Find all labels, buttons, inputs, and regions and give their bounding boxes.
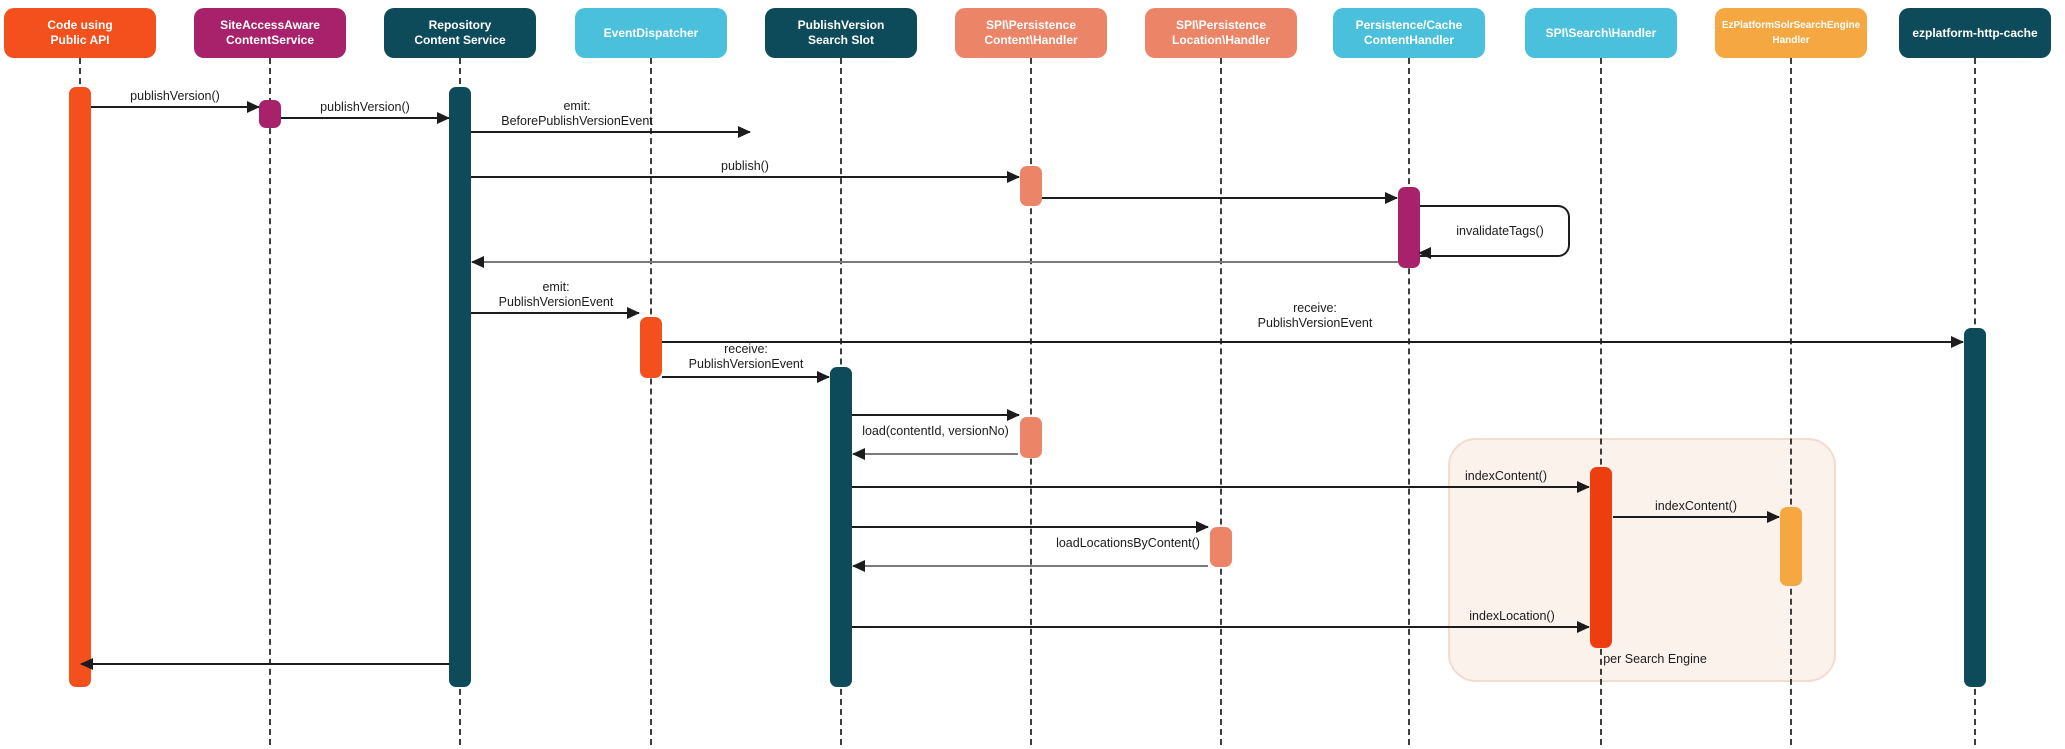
arrowhead bbox=[1951, 336, 1964, 348]
message-line-emit-publishversionevent bbox=[471, 312, 639, 314]
lifeline-persistence-cache-contenthandler bbox=[1408, 58, 1410, 745]
actor-box-spi-persistence-location-handler: SPI\Persistence Location\Handler bbox=[1145, 8, 1297, 58]
message-line-publishversion-1 bbox=[91, 106, 259, 108]
actor-box-ezplatform-solr-search-engine-handler: EzPlatformSolrSearchEngine Handler bbox=[1715, 8, 1867, 58]
message-line-indexlocation bbox=[852, 626, 1589, 628]
actor-box-siteaccessaware-contentservice: SiteAccessAware ContentService bbox=[194, 8, 346, 58]
group-box-label: per Search Engine bbox=[1603, 652, 1707, 666]
actor-box-spi-search-handler: SPI\Search\Handler bbox=[1525, 8, 1677, 58]
activation-bar-ezplatform-solr-search-engine-handler bbox=[1780, 507, 1802, 586]
actor-box-persistence-cache-contenthandler: Persistence/Cache ContentHandler bbox=[1333, 8, 1485, 58]
message-line-receive-publishversionevent-searchslot bbox=[662, 376, 829, 378]
arrowhead bbox=[471, 256, 484, 268]
arrowhead bbox=[437, 112, 450, 124]
activation-bar-publishversion-search-slot bbox=[830, 367, 852, 687]
message-line-indexcontent-spi-search bbox=[852, 486, 1589, 488]
lifeline-spi-persistence-location-handler bbox=[1220, 58, 1222, 745]
activation-bar-persistence-cache-contenthandler bbox=[1398, 187, 1420, 268]
message-line-receive-publishversionevent-httpcache bbox=[662, 341, 1963, 343]
message-line-emit-beforepublishversionevent bbox=[471, 131, 750, 133]
arrowhead bbox=[738, 126, 751, 138]
activation-bar-spi-persistence-location-handler bbox=[1210, 527, 1232, 567]
message-label-receive-publishversionevent-httpcache: receive: PublishVersionEvent bbox=[1257, 301, 1373, 330]
actor-box-publishversion-search-slot: PublishVersion Search Slot bbox=[765, 8, 917, 58]
arrowhead bbox=[1007, 409, 1020, 421]
activation-bar-ezplatform-http-cache bbox=[1964, 328, 1986, 687]
lifeline-ezplatform-solr-search-engine-handler bbox=[1790, 58, 1792, 745]
arrowhead bbox=[1418, 247, 1431, 259]
arrowhead bbox=[1385, 192, 1398, 204]
message-line-content-handler-to-cache bbox=[1042, 197, 1397, 199]
message-label-indexcontent-solr: indexContent() bbox=[1655, 499, 1737, 513]
activation-bar-siteaccessaware-contentservice bbox=[259, 100, 281, 128]
message-label-publishversion-2: publishVersion() bbox=[320, 100, 410, 114]
lifeline-spi-search-handler bbox=[1600, 58, 1602, 745]
message-line-return-loadlocations bbox=[853, 565, 1208, 567]
message-label-indexcontent-spi-search: indexContent() bbox=[1465, 469, 1547, 483]
arrowhead bbox=[817, 371, 830, 383]
message-label-emit-beforepublishversionevent: emit: BeforePublishVersionEvent bbox=[501, 99, 653, 128]
activation-bar-code-public-api bbox=[69, 87, 91, 687]
lifeline-siteaccessaware-contentservice bbox=[269, 58, 271, 745]
arrowhead bbox=[1577, 621, 1590, 633]
message-line-loadlocationsbycontent bbox=[852, 526, 1208, 528]
arrowhead bbox=[852, 560, 865, 572]
lifeline-event-dispatcher bbox=[650, 58, 652, 745]
message-line-return-load-content bbox=[853, 453, 1018, 455]
message-label-publishversion-1: publishVersion() bbox=[130, 89, 220, 103]
arrowhead bbox=[1007, 171, 1020, 183]
group-box-per-search-engine bbox=[1448, 438, 1836, 682]
actor-box-spi-persistence-content-handler: SPI\Persistence Content\Handler bbox=[955, 8, 1107, 58]
message-label-loadlocationsbycontent: loadLocationsByContent() bbox=[1056, 536, 1200, 550]
message-line-publishversion-2 bbox=[281, 117, 449, 119]
activation-bar-repository-content-service bbox=[449, 87, 471, 687]
message-label-invalidatetags: invalidateTags() bbox=[1456, 224, 1544, 238]
message-label-load-content: load(contentId, versionNo) bbox=[862, 424, 1009, 438]
arrowhead bbox=[1577, 481, 1590, 493]
activation-bar-spi-persistence-content-handler bbox=[1020, 417, 1042, 458]
message-line-indexcontent-solr bbox=[1613, 516, 1779, 518]
arrowhead bbox=[1196, 521, 1209, 533]
message-line-return-to-code bbox=[81, 663, 449, 665]
lifeline-spi-persistence-content-handler bbox=[1030, 58, 1032, 745]
arrowhead bbox=[80, 658, 93, 670]
message-line-publish bbox=[471, 176, 1019, 178]
arrowhead bbox=[1767, 511, 1780, 523]
arrowhead bbox=[247, 101, 260, 113]
actor-box-repository-content-service: Repository Content Service bbox=[384, 8, 536, 58]
actor-box-ezplatform-http-cache: ezplatform-http-cache bbox=[1899, 8, 2051, 58]
message-line-load-content bbox=[852, 414, 1019, 416]
actor-box-code-public-api: Code using Public API bbox=[4, 8, 156, 58]
activation-bar-spi-persistence-content-handler bbox=[1020, 166, 1042, 206]
self-message-invalidatetags bbox=[1420, 205, 1570, 257]
arrowhead bbox=[627, 307, 640, 319]
message-line-return-to-repository bbox=[472, 261, 1398, 263]
message-label-publish: publish() bbox=[721, 159, 769, 173]
message-label-receive-publishversionevent-searchslot: receive: PublishVersionEvent bbox=[688, 342, 804, 371]
message-label-indexlocation: indexLocation() bbox=[1469, 609, 1555, 623]
arrowhead bbox=[852, 448, 865, 460]
activation-bar-spi-search-handler bbox=[1590, 467, 1612, 648]
actor-box-event-dispatcher: EventDispatcher bbox=[575, 8, 727, 58]
message-label-emit-publishversionevent: emit: PublishVersionEvent bbox=[498, 280, 614, 309]
activation-bar-event-dispatcher bbox=[640, 317, 662, 378]
